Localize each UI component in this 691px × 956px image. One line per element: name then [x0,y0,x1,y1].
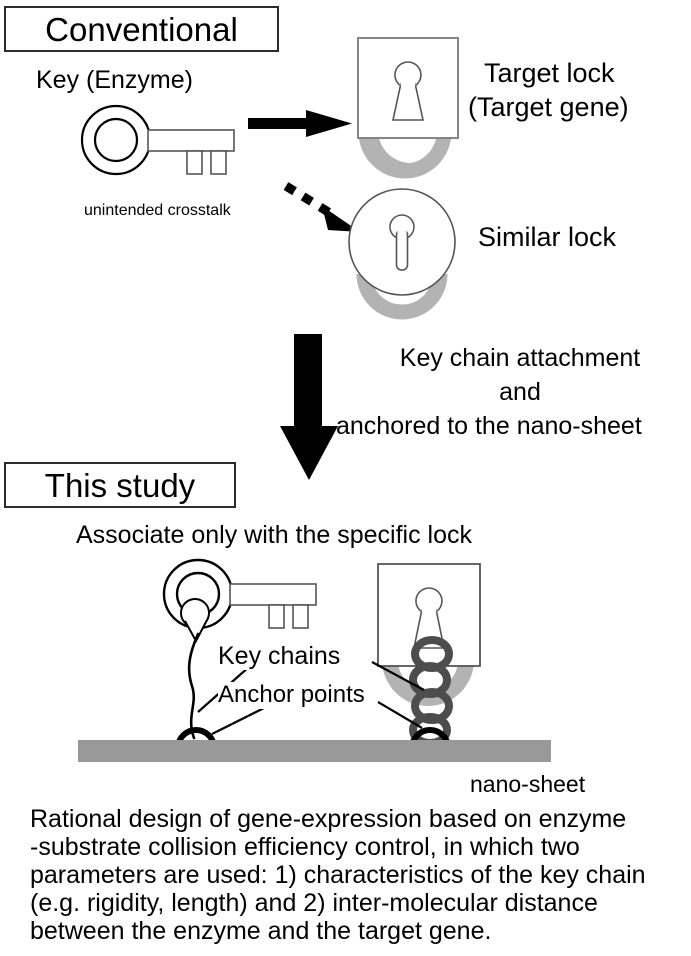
target-lock-label-line1: Target lock [484,58,615,88]
this-study-section-box: This study [4,462,236,508]
caption-line-4: (e.g. rigidity, length) and 2) inter-mol… [30,889,598,917]
solid-arrow-right-icon [248,108,356,140]
associate-headline: Associate only with the specific lock [76,521,473,549]
caption-line-2: -substrate collision efficiency control,… [30,833,580,861]
nano-sheet-label: nano-sheet [470,771,586,797]
transition-text-line3: anchored to the nano-sheet [336,412,642,440]
similar-lock-label: Similar lock [478,222,617,252]
transition-text-line1: Key chain attachment [399,344,641,372]
key-enzyme-label: Key (Enzyme) [36,66,193,94]
anchor-points-label: Anchor points [218,681,365,709]
key-icon-anchored [158,558,338,644]
thick-down-arrow-icon [276,334,342,482]
dashed-arrow-diagonal-icon [282,180,374,240]
key-icon [76,104,256,180]
unintended-crosstalk-label: unintended crosstalk [84,202,231,219]
caption-line-1: Rational design of gene-expression based… [30,805,627,833]
flexible-key-chain-icon [172,632,232,744]
key-chains-label: Key chains [218,642,341,670]
round-padlock-icon-similar [348,186,464,320]
nano-sheet-bar-icon [78,740,551,762]
rigid-link-chain-icon [402,636,462,750]
transition-text-line2: and [499,378,541,406]
caption-block: Rational design of gene-expression based… [30,805,680,945]
square-padlock-icon-target [352,32,468,179]
this-study-section-label: This study [44,466,196,504]
square-padlock-icon-this-study [372,560,492,706]
conventional-section-label: Conventional [45,10,238,48]
target-lock-label-line2: (Target gene) [468,92,629,122]
caption-line-5: between the enzyme and the target gene. [30,917,492,945]
conventional-section-box: Conventional [4,6,279,52]
caption-line-3: parameters are used: 1) characteristics … [30,861,646,889]
